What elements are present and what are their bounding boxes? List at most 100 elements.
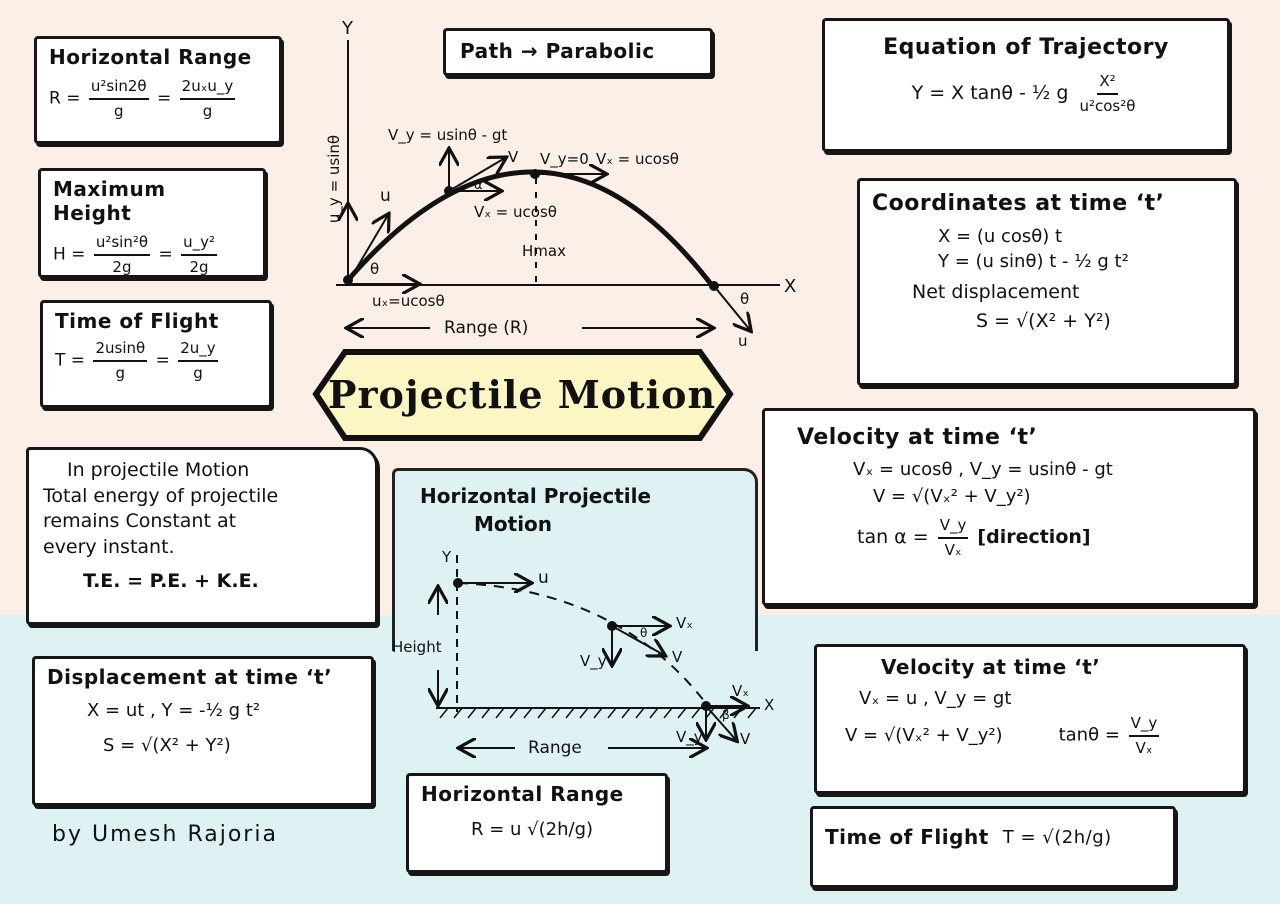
- hatch-mark: [495, 707, 505, 719]
- energy-formula: T.E. = P.E. + K.E.: [83, 569, 259, 592]
- time-of-flight-h-card: Time of Flight T = √(2h/g): [810, 806, 1176, 888]
- numerator: V_y: [1128, 712, 1160, 737]
- time-of-flight-h-formula: T = √(2h/g): [1002, 826, 1112, 848]
- range-label: Range (R): [444, 318, 529, 338]
- hp-theta-label: θ: [640, 626, 648, 640]
- displacement-magnitude-formula: S = √(X² + Y²): [103, 735, 231, 756]
- hatch-mark: [635, 707, 645, 719]
- energy-note-line: remains Constant at: [43, 510, 237, 533]
- hp-title-line1: Horizontal Projectile: [420, 484, 652, 508]
- hatch-mark: [733, 707, 743, 719]
- hp-end-v-arrow: [705, 705, 736, 740]
- v-label: V: [508, 148, 519, 166]
- lhs: tan α =: [857, 526, 929, 548]
- numerator: 2uₓu_y: [179, 75, 236, 100]
- coordinates-x-formula: X = (u cosθ) t: [938, 226, 1063, 247]
- velocity-horizontal-title: Velocity at time ‘t’: [881, 655, 1101, 679]
- hatch-mark: [551, 707, 561, 719]
- hatch-mark: [677, 707, 687, 719]
- hp-end-vy-label: V_y: [676, 728, 703, 746]
- energy-note-line: In projectile Motion: [67, 459, 250, 481]
- denominator: 2g: [189, 257, 209, 276]
- hatch-mark: [453, 707, 463, 719]
- hatch-mark: [621, 707, 631, 719]
- displacement-card: Displacement at time ‘t’ X = ut , Y = -½…: [32, 656, 374, 806]
- hatch-mark: [439, 707, 449, 719]
- path-parabolic-label: Path → Parabolic: [460, 39, 655, 63]
- coordinates-card: Coordinates at time ‘t’ X = (u cosθ) t Y…: [857, 178, 1237, 386]
- hatch-mark: [593, 707, 603, 719]
- horizontal-range-h-title: Horizontal Range: [421, 782, 624, 806]
- horizontal-range-title: Horizontal Range: [49, 45, 252, 69]
- time-of-flight-h-title: Time of Flight: [825, 825, 989, 849]
- ux-label: uₓ=ucosθ: [372, 292, 445, 310]
- hatch-mark: [607, 707, 617, 719]
- hatch-mark: [481, 707, 491, 719]
- hp-u-label: u: [538, 568, 549, 588]
- uy-label: u_y = usinθ: [325, 134, 344, 224]
- denominator: Vₓ: [944, 540, 962, 559]
- y-axis-label: Y: [342, 18, 353, 39]
- coordinates-title: Coordinates at time ‘t’: [872, 191, 1165, 216]
- hp-v-label: V: [672, 648, 683, 666]
- end-u-arrow: [713, 285, 750, 330]
- energy-note-line: every instant.: [43, 535, 175, 558]
- displacement-components-formula: X = ut , Y = -½ g t²: [87, 700, 261, 721]
- denominator: Vₓ: [1135, 738, 1153, 757]
- hp-end-v-label: V: [740, 730, 751, 748]
- velocity-horizontal-magnitude: V = √(Vₓ² + V_y²): [845, 725, 1003, 746]
- x-axis-label: X: [784, 276, 797, 297]
- hp-range-label: Range: [528, 738, 582, 758]
- velocity-components-formula: Vₓ = ucosθ , V_y = usinθ - gt: [853, 459, 1113, 480]
- hatch-mark: [649, 707, 659, 719]
- launch-point: [343, 275, 353, 285]
- denominator: u²cos²θ: [1079, 96, 1136, 115]
- denominator: g: [202, 101, 213, 120]
- author-credit: by Umesh Rajoria: [52, 822, 278, 847]
- time-of-flight-title: Time of Flight: [55, 309, 219, 333]
- denominator: g: [193, 363, 203, 382]
- hp-trajectory: [457, 582, 709, 707]
- numerator: 2u_y: [178, 337, 218, 362]
- lhs: Y = X tanθ - ½ g: [911, 82, 1069, 104]
- direction-note: [direction]: [977, 526, 1091, 548]
- maximum-height-title: Maximum Height: [53, 177, 166, 225]
- hatch-mark: [747, 707, 757, 719]
- page-title: Projectile Motion: [327, 371, 717, 417]
- hatch-mark: [691, 707, 701, 719]
- time-of-flight-h-row: Time of Flight T = √(2h/g): [825, 825, 1161, 849]
- net-displacement-label: Net displacement: [912, 281, 1080, 304]
- lhs: tanθ =: [1058, 724, 1120, 746]
- denominator: g: [113, 101, 124, 120]
- horizontal-range-h-formula: R = u √(2h/g): [471, 819, 594, 840]
- hp-v-arrow: [611, 625, 664, 655]
- numerator: 2usinθ: [93, 337, 148, 362]
- equals: =: [155, 350, 170, 371]
- denominator: 2g: [112, 257, 132, 276]
- hmax-label: Hmax: [522, 242, 566, 260]
- displacement-title: Displacement at time ‘t’: [47, 665, 333, 689]
- end-u-label: u: [738, 332, 748, 350]
- hp-x-label: X: [764, 696, 775, 714]
- denominator: g: [115, 363, 126, 382]
- vy-label: V_y = usinθ - gt: [388, 126, 508, 144]
- equals: =: [157, 88, 172, 109]
- velocity-horizontal-components: Vₓ = u , V_y = gt: [859, 688, 1012, 709]
- hatch-mark: [467, 707, 477, 719]
- v-arrow: [448, 158, 505, 192]
- numerator: V_y: [937, 514, 969, 539]
- velocity-magnitude-formula: V = √(Vₓ² + V_y²): [873, 486, 1031, 507]
